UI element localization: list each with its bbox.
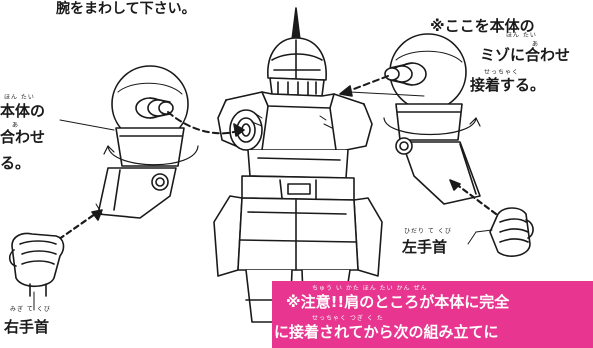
left-caption-line-2: 合わせ (0, 128, 46, 146)
caution-line-1: ※注意!!肩のところが本体に完全 (286, 293, 510, 311)
left-caption-line-3: る。 (0, 154, 31, 172)
left-caption-line-1: 本体の (0, 102, 46, 120)
caution-note: ちゅう い かた ほん たい かん ぜん ※注意!!肩のところが本体に完全 せっ… (272, 281, 593, 348)
right-arm-part (383, 33, 481, 205)
caution-line-2: に接着されてから次の組み立てに (274, 323, 499, 341)
left-hand-ruby: ひだり て くび (404, 228, 452, 235)
left-hand-label: 左手首 (402, 238, 448, 256)
caution-ruby-2: せっちゃく つぎ く た (312, 315, 384, 322)
instruction-line-2: ミゾに合わせ (480, 46, 571, 64)
instruction-ruby-1: ほん たい (506, 32, 537, 39)
robot-body (213, 7, 383, 323)
instruction-ruby-2: あ (532, 41, 540, 48)
caution-ruby-1: ちゅう い かた ほん たい かん ぜん (312, 285, 428, 292)
instruction-line-3: 接着する。 (470, 76, 546, 94)
instruction-ruby-3: せっちゃく (484, 69, 520, 76)
left-hand-part (467, 207, 534, 257)
left-caption-ruby-2: あ (12, 122, 20, 129)
right-hand-part (8, 232, 65, 311)
assembly-arrows (50, 75, 498, 246)
left-arm-part (95, 65, 199, 219)
top-instruction-text: 腕をまわして下さい。 (56, 1, 196, 17)
right-hand-ruby: みぎ て くび (10, 306, 51, 313)
instruction-line-1: ※ここを本体の (430, 17, 535, 35)
left-caption-ruby-1: ほん たい (4, 94, 35, 101)
right-hand-label: 右手首 (4, 318, 50, 336)
